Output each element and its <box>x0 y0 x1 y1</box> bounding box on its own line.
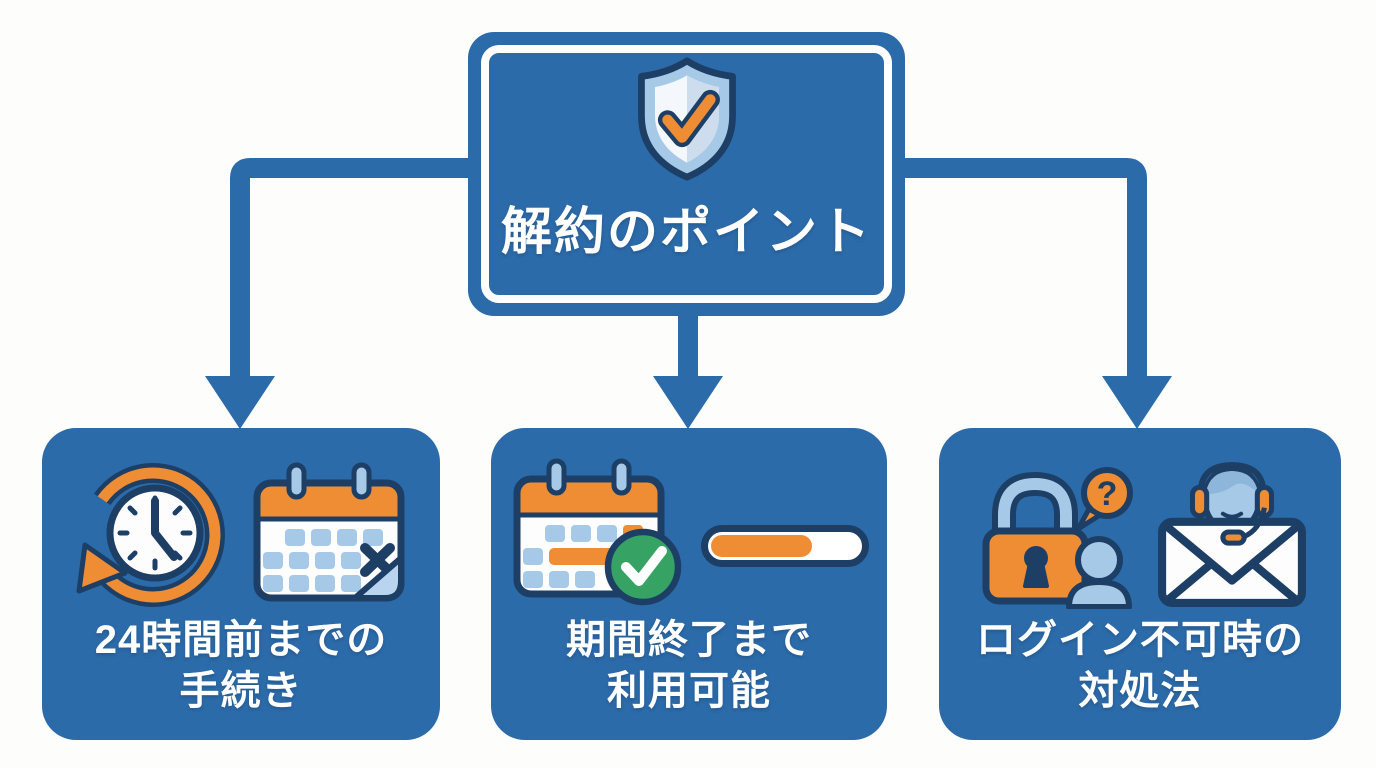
keyhole-stem <box>1023 560 1049 588</box>
label-line: 期間終了まで <box>566 618 812 663</box>
envelope-folds <box>1166 558 1298 602</box>
connector-left <box>230 158 470 380</box>
root-title: 解約のポイント <box>500 203 872 260</box>
question-mark: ? <box>1097 475 1118 513</box>
calendar-peg <box>286 462 307 500</box>
envelope-flap <box>1163 522 1301 585</box>
branch-usable: 期間終了まで 利用可能 <box>491 428 887 740</box>
check-mark <box>621 546 667 587</box>
calendar-peg <box>351 462 372 500</box>
branch-procedure-icons <box>73 450 409 615</box>
label-line: 対処法 <box>1078 668 1202 713</box>
history-arrowhead <box>76 542 128 594</box>
branch-usable-label: 期間終了まで 利用可能 <box>566 615 812 716</box>
user-shoulders <box>1066 578 1132 609</box>
check-badge <box>604 528 682 606</box>
branch-usable-icons <box>509 450 869 615</box>
calendar-header <box>517 479 661 516</box>
calendar-peg <box>546 458 567 496</box>
check-mark <box>661 94 716 143</box>
branch-login-label: ログイン不可時の 対処法 <box>976 615 1304 716</box>
shield-check-icon <box>637 57 736 181</box>
clock-history-icon <box>76 462 225 607</box>
label-line: 24時間前までの <box>94 618 388 663</box>
earmuff-left <box>1189 484 1210 518</box>
progress-fill <box>711 534 812 557</box>
branch-login-icons: ? <box>972 450 1308 615</box>
envelope-body <box>1158 517 1306 607</box>
bubble-tail <box>1075 506 1103 532</box>
label-line: ログイン不可時の <box>976 618 1304 663</box>
mic <box>1220 529 1247 546</box>
page-fold <box>352 555 404 602</box>
label-line: 手続き <box>179 668 303 713</box>
calendar-outline <box>253 479 405 602</box>
branch-procedure-label: 24時間前までの 手続き <box>95 615 388 716</box>
headset-band <box>1197 461 1267 494</box>
agent-hair <box>1205 470 1259 494</box>
calendar-cells <box>263 529 383 593</box>
arrowhead-middle-icon <box>653 376 723 429</box>
root-node: 解約のポイント <box>468 32 905 316</box>
clock-hands <box>151 496 178 561</box>
arrowhead-left-icon <box>205 376 275 429</box>
shackle <box>998 477 1072 537</box>
progress-bar <box>701 524 869 567</box>
branch-procedure: 24時間前までの 手続き <box>42 428 440 740</box>
calendar-check-icon <box>513 458 682 606</box>
calendar-peg <box>611 458 632 496</box>
agent-smile <box>1220 511 1244 519</box>
connector-right <box>903 158 1147 380</box>
question-bubble <box>1081 466 1133 519</box>
history-ring <box>94 467 221 603</box>
calendar-x-icon <box>253 462 405 602</box>
lock-question-user-icon: ? <box>982 466 1133 609</box>
user-head <box>1075 535 1123 584</box>
branch-login-trouble: ? <box>939 428 1341 740</box>
arrowhead-right-icon <box>1102 376 1172 429</box>
calendar-header <box>257 483 401 520</box>
label-line: 利用可能 <box>607 668 771 713</box>
mail-support-icon <box>1158 461 1306 607</box>
